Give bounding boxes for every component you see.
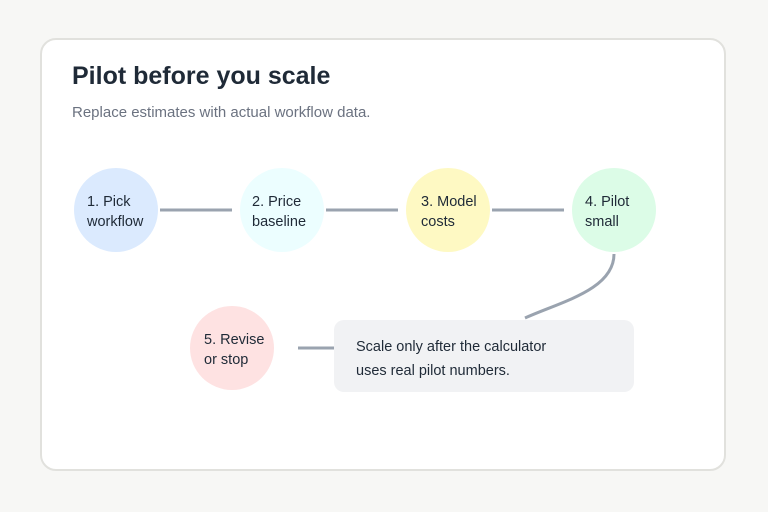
step-1-circle — [74, 168, 158, 252]
callout-note: Scale only after the calculator uses rea… — [334, 320, 634, 392]
step-2-label: 2. Price baseline — [252, 194, 307, 230]
step-2-circle — [240, 168, 324, 252]
step-4-circle — [572, 168, 656, 252]
step-3-label: 3. Model costs — [421, 194, 477, 230]
connector-4-callout — [524, 253, 616, 320]
callout-line-1: Scale only after the calculator — [356, 339, 547, 355]
page-title: Pilot before you scale — [72, 62, 331, 90]
callout-line-2: uses real pilot numbers. — [356, 363, 510, 379]
step-4-label: 4. Pilot small — [585, 194, 630, 230]
step-3-circle — [406, 168, 490, 252]
step-1-label: 1. Pick workflow — [87, 194, 144, 230]
page-subtitle: Replace estimates with actual workflow d… — [72, 104, 371, 121]
step-5-label: 5. Revise or stop — [204, 332, 265, 368]
diagram-card — [40, 38, 726, 471]
step-5-circle — [190, 306, 274, 390]
